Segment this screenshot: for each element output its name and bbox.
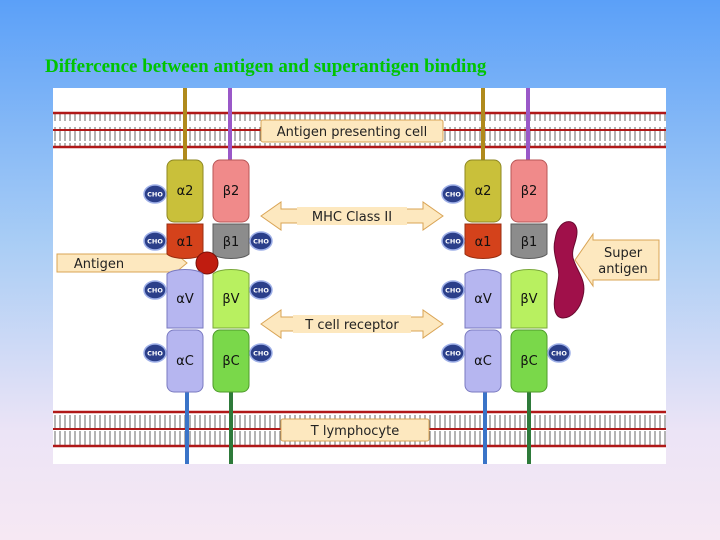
svg-text:CHO: CHO xyxy=(147,238,163,246)
svg-text:CHO: CHO xyxy=(147,350,163,358)
superantigen-arrow: Super antigen xyxy=(574,232,660,288)
betaV-domain-right xyxy=(510,269,548,329)
svg-text:Super: Super xyxy=(604,246,643,261)
left-stalks xyxy=(183,88,233,464)
svg-text:β1: β1 xyxy=(521,235,538,250)
svg-text:Antigen: Antigen xyxy=(74,257,124,272)
svg-text:CHO: CHO xyxy=(445,191,461,199)
t-cell-receptor-arrow: T cell receptor xyxy=(260,309,444,339)
cho-right-aC: CHO xyxy=(441,343,465,363)
svg-text:T lymphocyte: T lymphocyte xyxy=(310,424,399,439)
cho-left-aC: CHO xyxy=(143,343,167,363)
svg-text:βV: βV xyxy=(222,292,239,307)
svg-text:CHO: CHO xyxy=(253,350,269,358)
svg-text:MHC Class II: MHC Class II xyxy=(312,210,392,225)
cho-left-b1: CHO xyxy=(249,231,273,251)
svg-text:βC: βC xyxy=(520,354,537,369)
svg-text:T cell receptor: T cell receptor xyxy=(304,318,399,333)
alpha2-domain-left xyxy=(166,159,204,223)
beta2-domain-right xyxy=(510,159,548,223)
right-complex: α2 β2 α1 β1 αV βV αC βC CHO CHO CHO CHO … xyxy=(441,159,585,393)
diagram: Antigen presenting cell T lymphocyte MHC… xyxy=(53,88,666,464)
alpha1-domain-right xyxy=(464,223,502,259)
cho-left-a1: CHO xyxy=(143,231,167,251)
slide-title: Differcence between antigen and superant… xyxy=(45,56,487,77)
alphaV-domain-left xyxy=(166,269,204,329)
svg-text:βC: βC xyxy=(222,354,239,369)
cho-left-bC: CHO xyxy=(249,343,273,363)
alphaC-domain-right xyxy=(464,329,502,393)
antigen-peptide xyxy=(195,251,219,275)
svg-text:αC: αC xyxy=(176,354,194,369)
cho-right-aV: CHO xyxy=(441,280,465,300)
svg-text:CHO: CHO xyxy=(147,191,163,199)
svg-text:α2: α2 xyxy=(475,184,492,199)
svg-text:CHO: CHO xyxy=(253,287,269,295)
svg-text:CHO: CHO xyxy=(445,350,461,358)
antigen-arrow: Antigen xyxy=(56,246,188,280)
svg-text:α2: α2 xyxy=(177,184,194,199)
apc-label: Antigen presenting cell xyxy=(260,119,444,143)
svg-text:β2: β2 xyxy=(521,184,538,199)
svg-text:β1: β1 xyxy=(223,235,240,250)
svg-text:β2: β2 xyxy=(223,184,240,199)
cho-left-bV: CHO xyxy=(249,280,273,300)
beta2-domain-left xyxy=(212,159,250,223)
superantigen-molecule xyxy=(553,221,585,319)
beta1-domain-right xyxy=(510,223,548,259)
svg-text:CHO: CHO xyxy=(445,238,461,246)
alpha2-domain-right xyxy=(464,159,502,223)
svg-text:α1: α1 xyxy=(475,235,492,250)
svg-text:antigen: antigen xyxy=(598,262,647,277)
mhc-class-ii-arrow: MHC Class II xyxy=(260,201,444,231)
cho-right-a2: CHO xyxy=(441,184,465,204)
t-lymphocyte-label: T lymphocyte xyxy=(280,418,430,442)
svg-text:CHO: CHO xyxy=(551,350,567,358)
svg-text:αC: αC xyxy=(474,354,492,369)
svg-text:αV: αV xyxy=(474,292,492,307)
left-complex: α2 β2 α1 β1 αV βV αC βC CHO CHO CHO CHO … xyxy=(143,159,273,393)
right-stalks xyxy=(481,88,531,464)
svg-text:Antigen presenting cell: Antigen presenting cell xyxy=(277,125,427,140)
betaV-domain-left xyxy=(212,269,250,329)
cho-right-bC: CHO xyxy=(547,343,571,363)
svg-text:CHO: CHO xyxy=(445,287,461,295)
cho-right-a1: CHO xyxy=(441,231,465,251)
svg-text:βV: βV xyxy=(520,292,537,307)
cho-left-aV: CHO xyxy=(143,280,167,300)
svg-text:CHO: CHO xyxy=(147,287,163,295)
betaC-domain-left xyxy=(212,329,250,393)
svg-text:αV: αV xyxy=(176,292,194,307)
betaC-domain-right xyxy=(510,329,548,393)
svg-text:α1: α1 xyxy=(177,235,194,250)
alphaV-domain-right xyxy=(464,269,502,329)
cho-left-a2: CHO xyxy=(143,184,167,204)
svg-text:CHO: CHO xyxy=(253,238,269,246)
alphaC-domain-left xyxy=(166,329,204,393)
